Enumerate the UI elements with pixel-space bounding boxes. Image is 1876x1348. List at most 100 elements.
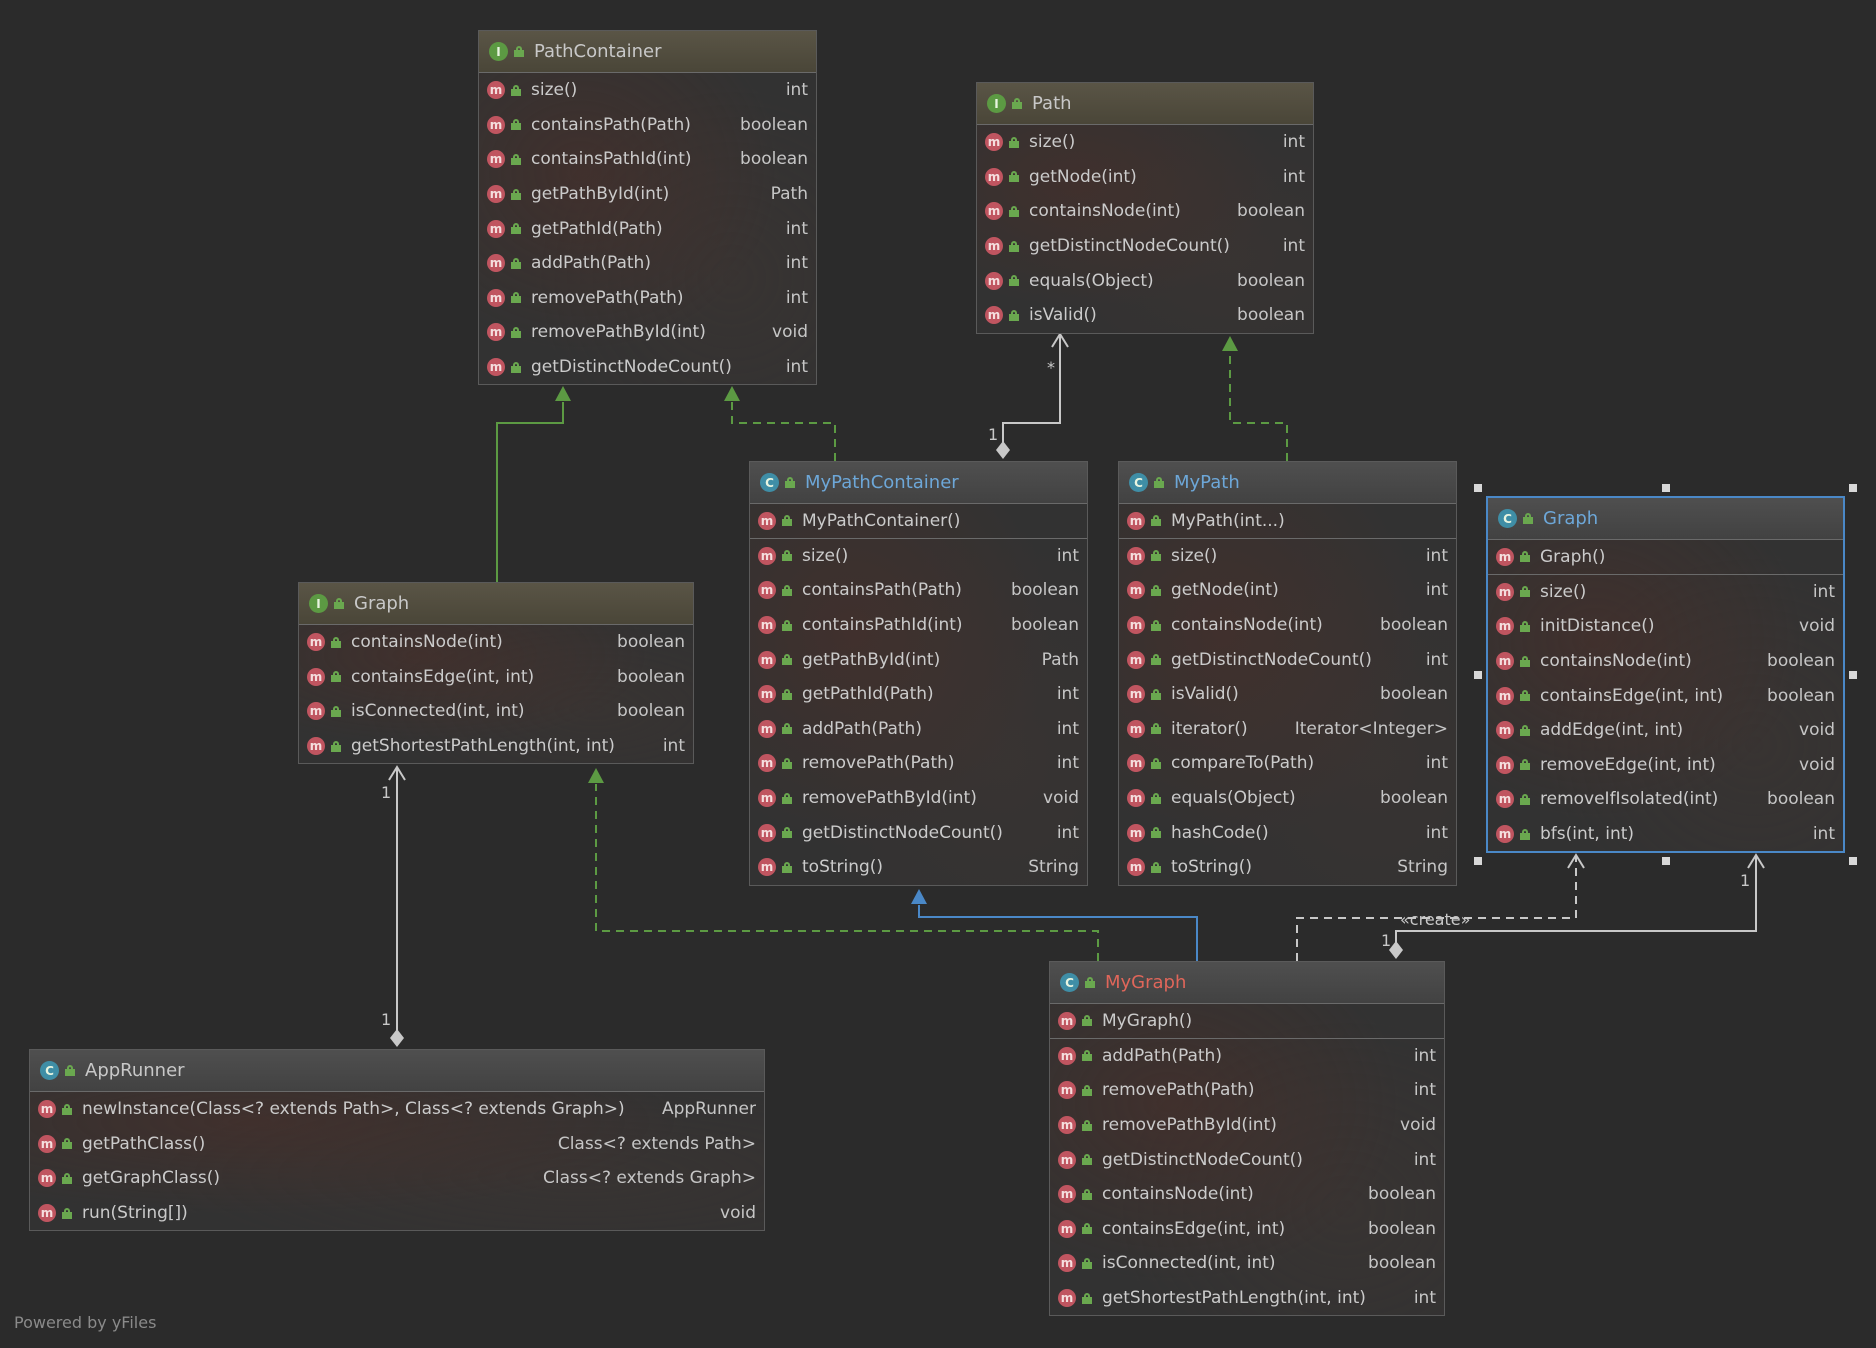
- method-icon: m: [1058, 1081, 1076, 1100]
- selection-handle[interactable]: [1849, 857, 1857, 865]
- member-type: int: [1413, 1045, 1436, 1066]
- public-lock-icon: [62, 1103, 72, 1115]
- member-name: containsPath(Path): [802, 580, 962, 601]
- selection-handle[interactable]: [1474, 484, 1482, 492]
- selection-handle[interactable]: [1474, 670, 1482, 679]
- selection-handle[interactable]: [1849, 484, 1857, 492]
- edge-mygraph-extends-mypathcontainer: [918, 905, 1198, 961]
- selection-handle[interactable]: [1474, 857, 1482, 865]
- public-lock-icon: [1151, 792, 1161, 804]
- node-title: Path: [1032, 93, 1072, 114]
- method-icon: m: [1127, 754, 1145, 773]
- member-name: getDistinctNodeCount(): [531, 357, 732, 378]
- interface-icon: I: [309, 594, 328, 613]
- member-type: int: [1413, 1288, 1436, 1309]
- member-type: int: [1056, 545, 1079, 566]
- selection-handle[interactable]: [1661, 484, 1670, 492]
- selection-handle[interactable]: [1849, 670, 1857, 679]
- selection-handle[interactable]: [1661, 857, 1670, 865]
